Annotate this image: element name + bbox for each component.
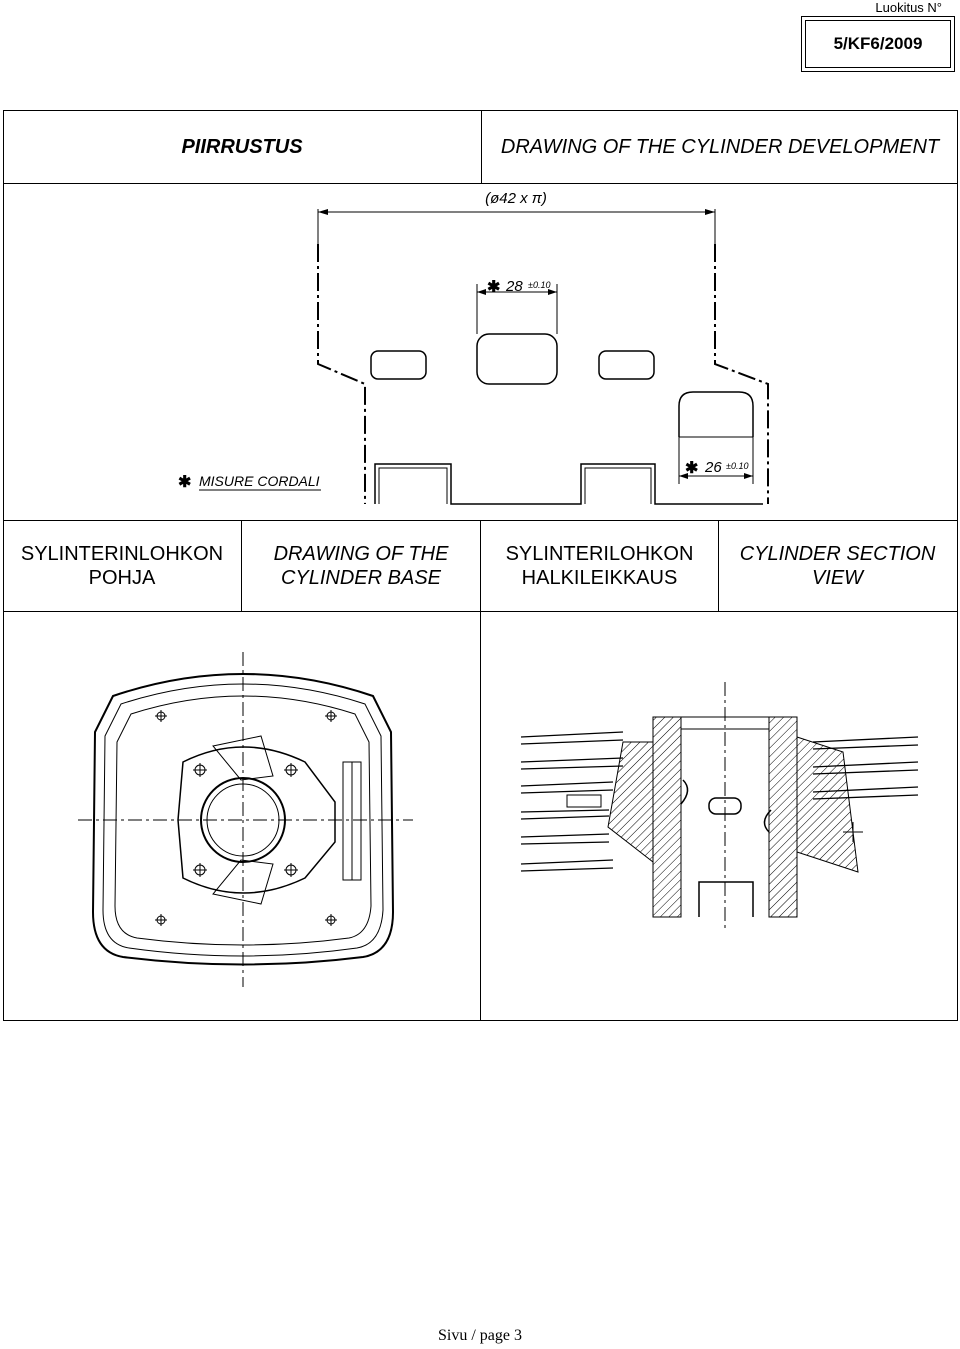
caption-base-fi-line2: POHJA [88, 567, 156, 589]
caption-section-fi-line2: HALKILEIKKAUS [521, 567, 678, 589]
note-misure-cordali: MISURE CORDALI [199, 473, 320, 489]
caption-section-fi-line1: SYLINTERILOHKON [505, 543, 694, 565]
caption-base-en-line2: CYLINDER BASE [280, 567, 442, 589]
caption-base-en-line1: DRAWING OF THE [273, 543, 449, 565]
document-number: 5/KF6/2009 [805, 20, 951, 68]
caption-base-fi-line1: SYLINTERINLOHKON [20, 543, 224, 565]
note-star: ✱ [178, 474, 191, 491]
title-fi: PIIRRUSTUS [3, 110, 482, 183]
title-en: DRAWING OF THE CYLINDER DEVELOPMENT [500, 135, 940, 158]
dim-port-2-star: ✱ [685, 460, 698, 477]
dim-port-1-value: 28 [505, 278, 523, 295]
classification-label: Luokitus N° [875, 0, 942, 15]
dim-port-1-tol: ±0.10 [528, 280, 550, 290]
document-number-box: 5/KF6/2009 [801, 16, 955, 72]
caption-section-en-line2: VIEW [811, 567, 864, 589]
dim-port-2-value: 26 [704, 459, 722, 476]
row-divider [480, 612, 481, 1020]
page-number: Sivu / page 3 [438, 1327, 522, 1344]
cylinder-base-drawing [78, 652, 413, 987]
caption-section-en-line1: CYLINDER SECTION [739, 543, 936, 565]
bottom-drawing-row [3, 612, 958, 1021]
cylinder-section-drawing [520, 682, 919, 932]
dim-port-2-tol: ±0.10 [726, 461, 748, 471]
title-row: PIIRRUSTUS DRAWING OF THE CYLINDER DEVEL… [3, 110, 958, 184]
drawing-table [3, 110, 958, 1021]
dim-port-1-star: ✱ [487, 279, 500, 296]
dim-total-label: (ø42 x π) [485, 190, 547, 207]
cylinder-development-drawing: (ø42 x π) ✱ 28 ±0.10 ✱ 26 ±0.10 ✱ MISURE… [178, 190, 769, 505]
